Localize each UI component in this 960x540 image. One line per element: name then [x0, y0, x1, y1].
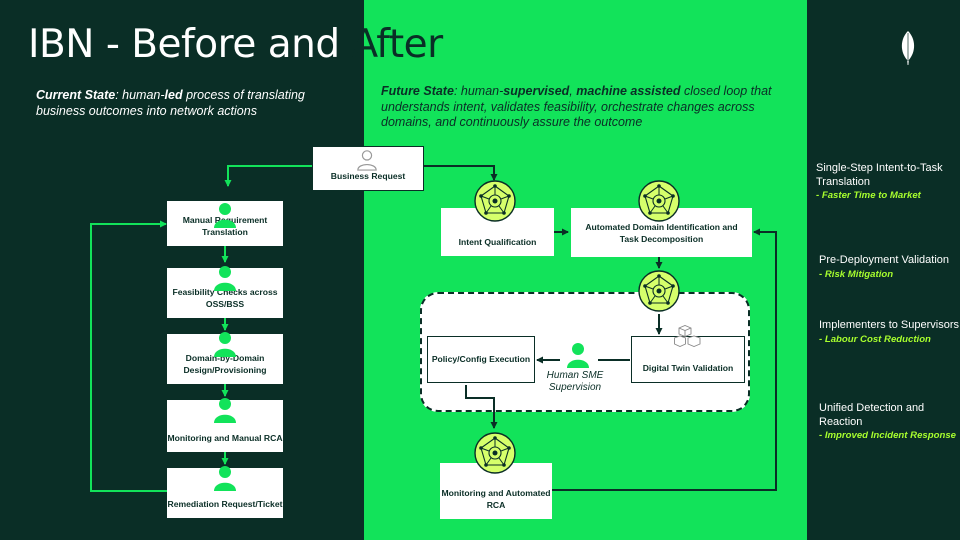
person-icon — [214, 266, 236, 291]
current-state-text-2: process of translating business outcomes… — [36, 88, 305, 118]
benefit-value: - Risk Mitigation — [819, 268, 894, 280]
business-request-box: Business Request — [312, 146, 424, 191]
network-hex-icon — [638, 180, 680, 222]
future-state-panel — [364, 0, 807, 540]
benefit-item: Unified Detection and Reaction - Improve… — [819, 402, 959, 442]
person-outline-icon — [357, 150, 377, 171]
policy-config-label: Policy/Config Execution — [431, 353, 531, 364]
digital-twin-label: Digital Twin Validation — [642, 362, 734, 373]
future-state-description: Future State: human-supervised, machine … — [381, 84, 801, 131]
benefit-label: Unified Detection and Reaction — [819, 402, 925, 428]
benefit-label: Implementers to Supervisors — [819, 319, 959, 331]
step-feasibility-label: Feasibility Checks across OSS/BSS — [172, 287, 278, 309]
policy-config-box: Policy/Config Execution — [427, 336, 535, 383]
benefit-item: Single-Step Intent-to-Task Translation -… — [816, 162, 956, 202]
step-monitoring-manual-label: Monitoring and Manual RCA — [167, 432, 283, 443]
person-icon — [214, 466, 236, 491]
person-icon — [214, 203, 236, 228]
benefit-item: Pre-Deployment Validation - Risk Mitigat… — [819, 254, 959, 281]
future-state-text-2: , — [569, 84, 577, 98]
future-state-text-1: : human- — [453, 84, 504, 98]
connector-request-to-manual — [224, 165, 312, 187]
current-state-description: Current State: human-led process of tran… — [36, 88, 356, 119]
benefit-value: - Labour Cost Reduction — [819, 333, 931, 345]
network-hex-icon — [638, 270, 680, 312]
monitoring-automated-label: Monitoring and Automated RCA — [441, 488, 551, 510]
auto-domain-label: Automated Domain Identification and Task… — [585, 222, 738, 244]
benefit-label: Single-Step Intent-to-Task Translation — [816, 162, 943, 188]
slide-title: IBN - Before and After — [28, 22, 443, 67]
network-hex-icon — [474, 180, 516, 222]
step-remediation-label: Remediation Request/Ticket — [167, 498, 283, 509]
leaf-logo-icon — [901, 31, 915, 65]
person-icon — [214, 332, 236, 357]
cubes-icon — [674, 325, 701, 347]
network-hex-icon — [474, 432, 516, 474]
future-state-label: Future State — [381, 84, 454, 98]
benefit-value: - Improved Incident Response — [819, 430, 957, 441]
connector-monitoring-loop — [552, 228, 777, 491]
person-icon — [567, 343, 589, 368]
person-icon — [214, 398, 236, 423]
benefits-panel — [807, 0, 960, 540]
human-sme-label: Human SME Supervision — [546, 370, 604, 393]
connector-policy-to-monitoring — [465, 385, 498, 429]
step-feasibility-checks: Feasibility Checks across OSS/BSS — [167, 268, 283, 318]
title-part2: After — [351, 22, 443, 67]
future-state-bold-2: machine assisted — [576, 84, 681, 98]
connector-request-to-intent — [424, 165, 498, 181]
future-state-bold-1: supervised — [503, 84, 570, 98]
benefit-value: - Faster Time to Market — [816, 190, 921, 201]
connector-loop-back — [90, 220, 167, 492]
business-request-label: Business Request — [330, 170, 406, 181]
intent-qualification-label: Intent Qualification — [458, 236, 537, 247]
current-state-label: Current State — [36, 88, 116, 102]
current-state-bold: led — [164, 88, 183, 102]
benefit-label: Pre-Deployment Validation — [819, 254, 950, 266]
future-state-text-3: closed loop that understands intent, val… — [381, 84, 772, 129]
current-state-text-1: : human- — [115, 88, 165, 102]
benefit-item: Implementers to Supervisors - Labour Cos… — [819, 319, 959, 346]
step-domain-design-label: Domain-by-Domain Design/Provisioning — [183, 353, 267, 375]
title-part1: IBN - Before and — [28, 22, 352, 67]
